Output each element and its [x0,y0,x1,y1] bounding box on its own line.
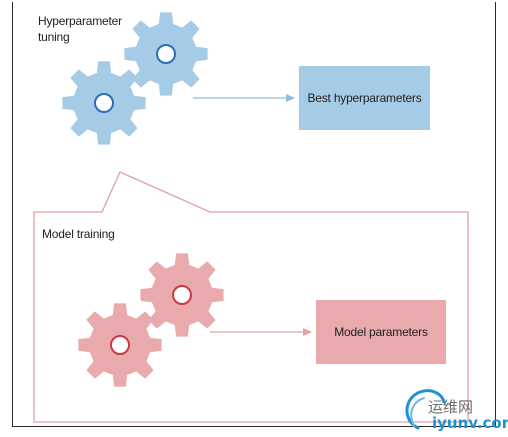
model-training-outline [33,171,469,423]
gear-hole [156,44,176,64]
title-line: Hyperparameter [38,14,122,28]
watermark-en-text: iyunv.com [432,414,508,432]
gear-hole [110,335,130,355]
watermark-logo-icon [405,389,446,430]
figure-frame [12,2,496,427]
model-parameters-box: Model parameters [316,300,446,364]
gear-icon [78,303,162,387]
gear-icon [62,61,146,145]
best-hyperparameters-label: Best hyperparameters [307,91,422,105]
title-line: tuning [38,30,70,44]
model-parameters-label: Model parameters [334,325,428,339]
gear-icon [124,12,208,96]
hyperparameter-tuning-title: Hyperparameter tuning [38,13,122,45]
watermark-cn-text: 运维网 [428,398,474,416]
gear-hole [172,285,192,305]
best-hyperparameters-box: Best hyperparameters [299,66,430,130]
gear-hole [94,93,114,113]
gear-icon [140,253,224,337]
model-training-title: Model training [42,227,115,241]
